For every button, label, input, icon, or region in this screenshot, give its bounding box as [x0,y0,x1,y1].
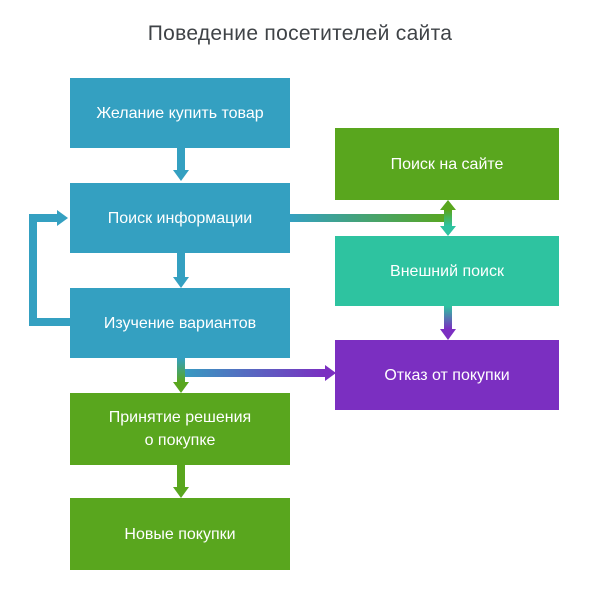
arrow-explore-to-refusal-head [325,365,336,381]
bidirectional-site-external-up-head [440,200,456,210]
node-external-search-label: Внешний поиск [390,262,504,280]
node-external-search: Внешний поиск [335,236,559,306]
node-search-info-label: Поиск информации [107,209,253,227]
arrow-external-to-refusal-stem [444,306,452,329]
arrow-explore-to-decision-head [173,382,189,393]
arrow-decision-to-purchases-head [173,487,189,498]
arrow-search-to-explore-stem [177,253,185,277]
node-explore: Изучение вариантов [70,288,290,358]
node-search-info: Поиск информации [70,183,290,253]
arrow-explore-to-decision-stem [177,358,185,382]
node-refusal: Отказ от покупки [335,340,559,410]
arrow-decision-to-purchases-stem [177,465,185,487]
bidirectional-site-external-stem [444,210,452,226]
arrow-explore-to-refusal-bar [177,369,325,377]
arrow-search-to-explore-head [173,277,189,288]
loop-explore-to-search-head [57,210,68,226]
node-new-purchases-label: Новые покупки [124,525,236,543]
loop-explore-to-search-bottom [29,318,70,326]
connector-search-to-right-column [290,214,448,222]
node-decision: Принятие решения о покупке [70,393,290,465]
arrow-desire-to-search-stem [177,148,185,170]
node-refusal-label: Отказ от покупки [384,366,510,384]
node-decision-label: Принятие решения о покупке [109,406,251,452]
node-explore-label: Изучение вариантов [103,314,257,332]
arrow-desire-to-search-head [173,170,189,181]
bidirectional-site-external-down-head [440,226,456,236]
arrow-external-to-refusal-head [440,329,456,340]
node-decision-line1: Принятие решения [108,409,252,426]
node-decision-line2: о покупке [144,432,216,449]
diagram-title: Поведение посетителей сайта [147,22,453,45]
node-desire-label: Желание купить товар [96,104,264,122]
node-site-search-label: Поиск на сайте [390,155,504,173]
loop-explore-to-search-vertical [29,214,37,326]
loop-explore-to-search-top [29,214,57,222]
node-site-search: Поиск на сайте [335,128,559,200]
node-desire: Желание купить товар [70,78,290,148]
node-new-purchases: Новые покупки [70,498,290,570]
